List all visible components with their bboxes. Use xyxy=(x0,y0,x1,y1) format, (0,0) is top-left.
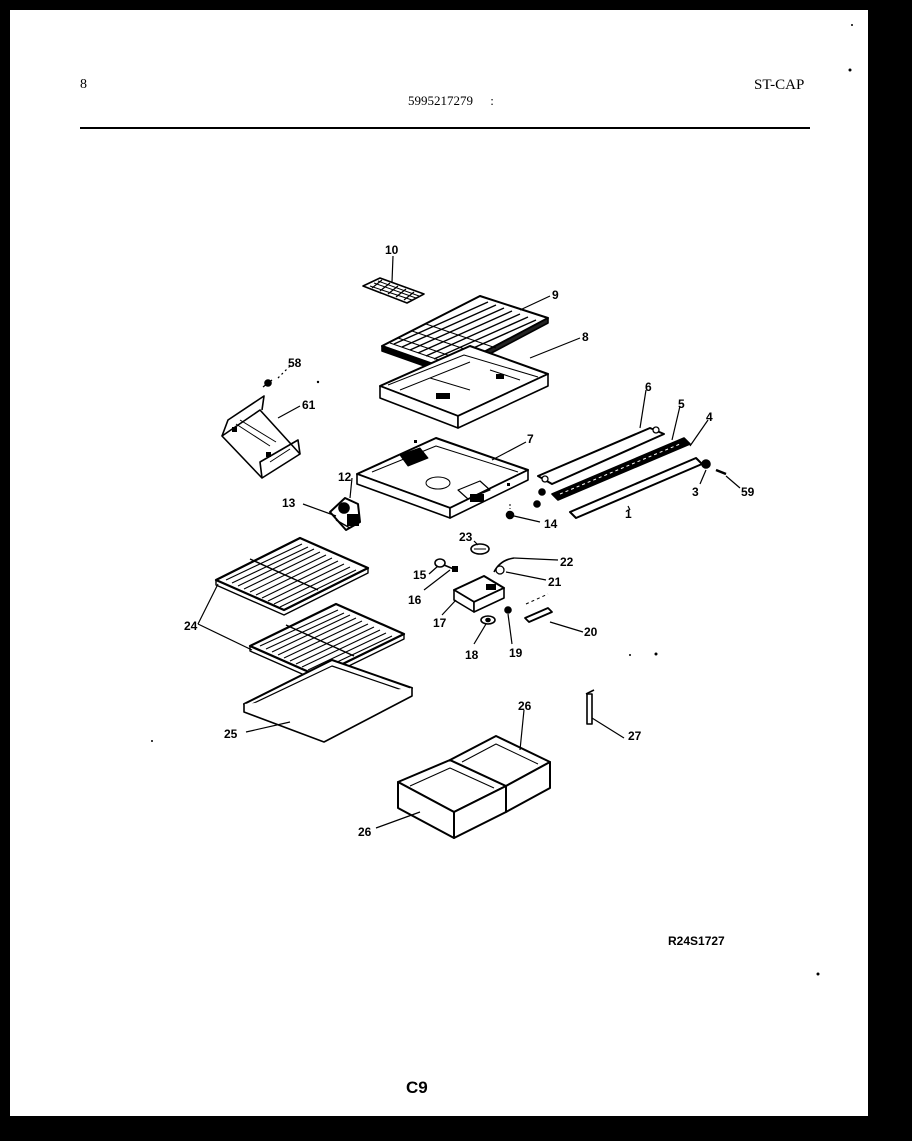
part-14-screw xyxy=(505,504,515,520)
callout-1: 1 xyxy=(625,507,632,521)
callout-21: 21 xyxy=(548,575,562,589)
callout-23: 23 xyxy=(459,530,473,544)
parts-sheet: 8 5995217279 : ST-CAP xyxy=(10,10,868,1116)
part-17-housing xyxy=(453,575,505,613)
callout-16: 16 xyxy=(408,593,422,607)
part-5-heater xyxy=(533,437,691,508)
callout-20: 20 xyxy=(584,625,598,639)
part-6-tube xyxy=(537,426,665,485)
part-23-lamp xyxy=(470,543,490,555)
callout-18: 18 xyxy=(465,648,479,662)
callout-27: 27 xyxy=(628,729,642,743)
leader-lines xyxy=(197,255,741,829)
part-3-clip xyxy=(701,459,711,469)
callout-58: 58 xyxy=(288,356,302,370)
callout-7: 7 xyxy=(527,432,534,446)
callout-59: 59 xyxy=(741,485,755,499)
part-18-knob xyxy=(480,615,496,625)
callout-9: 9 xyxy=(552,288,559,302)
callout-17: 17 xyxy=(433,616,447,630)
part-10-grille xyxy=(362,277,425,304)
part-20-bar xyxy=(524,593,553,623)
document-code-suffix: : xyxy=(490,93,494,108)
part-24-shelf-upper xyxy=(214,536,370,616)
callout-61: 61 xyxy=(302,398,316,412)
callout-14: 14 xyxy=(544,517,558,531)
callout-8: 8 xyxy=(582,330,589,344)
page-number: 8 xyxy=(80,77,87,92)
exploded-parts-diagram: 10 9 8 58 61 6 5 4 7 3 59 1 12 13 14 23 … xyxy=(151,24,853,976)
part-26-crisper-front xyxy=(397,759,507,839)
page-code: C9 xyxy=(406,1078,428,1097)
callout-6: 6 xyxy=(645,380,652,394)
part-15-16-socket xyxy=(434,558,458,572)
part-59-screw xyxy=(715,468,727,476)
callout-12: 12 xyxy=(338,470,352,484)
part-12-13-damper xyxy=(329,497,361,531)
part-7-evaporator-cover xyxy=(356,437,529,519)
callout-15: 15 xyxy=(413,568,427,582)
callout-3: 3 xyxy=(692,485,699,499)
document-code: 5995217279 : xyxy=(408,93,494,109)
part-27-pin xyxy=(585,689,595,725)
callout-10: 10 xyxy=(385,243,399,257)
callout-4: 4 xyxy=(706,410,713,424)
scan-specks xyxy=(151,24,853,976)
category-code: ST-CAP xyxy=(754,77,805,93)
part-19-bulb xyxy=(504,606,512,614)
callout-26-bottom: 26 xyxy=(358,825,372,839)
callout-19: 19 xyxy=(509,646,523,660)
part-25-glass-shelf xyxy=(243,659,413,743)
callout-labels: 10 9 8 58 61 6 5 4 7 3 59 1 12 13 14 23 … xyxy=(184,243,755,948)
diagram-reference-code: R24S1727 xyxy=(668,934,725,948)
document-code-number: 5995217279 xyxy=(408,93,473,108)
callout-5: 5 xyxy=(678,397,685,411)
part-58-screw xyxy=(262,379,273,388)
callout-25: 25 xyxy=(224,727,238,741)
part-26-crisper-back xyxy=(449,735,551,813)
callout-26-top: 26 xyxy=(518,699,532,713)
part-8-tray xyxy=(379,345,549,429)
callout-24: 24 xyxy=(184,619,198,633)
part-22-harness xyxy=(493,557,515,575)
header-rule xyxy=(80,127,810,129)
callout-13: 13 xyxy=(282,496,296,510)
part-61-bracket xyxy=(221,395,301,479)
callout-22: 22 xyxy=(560,555,574,569)
